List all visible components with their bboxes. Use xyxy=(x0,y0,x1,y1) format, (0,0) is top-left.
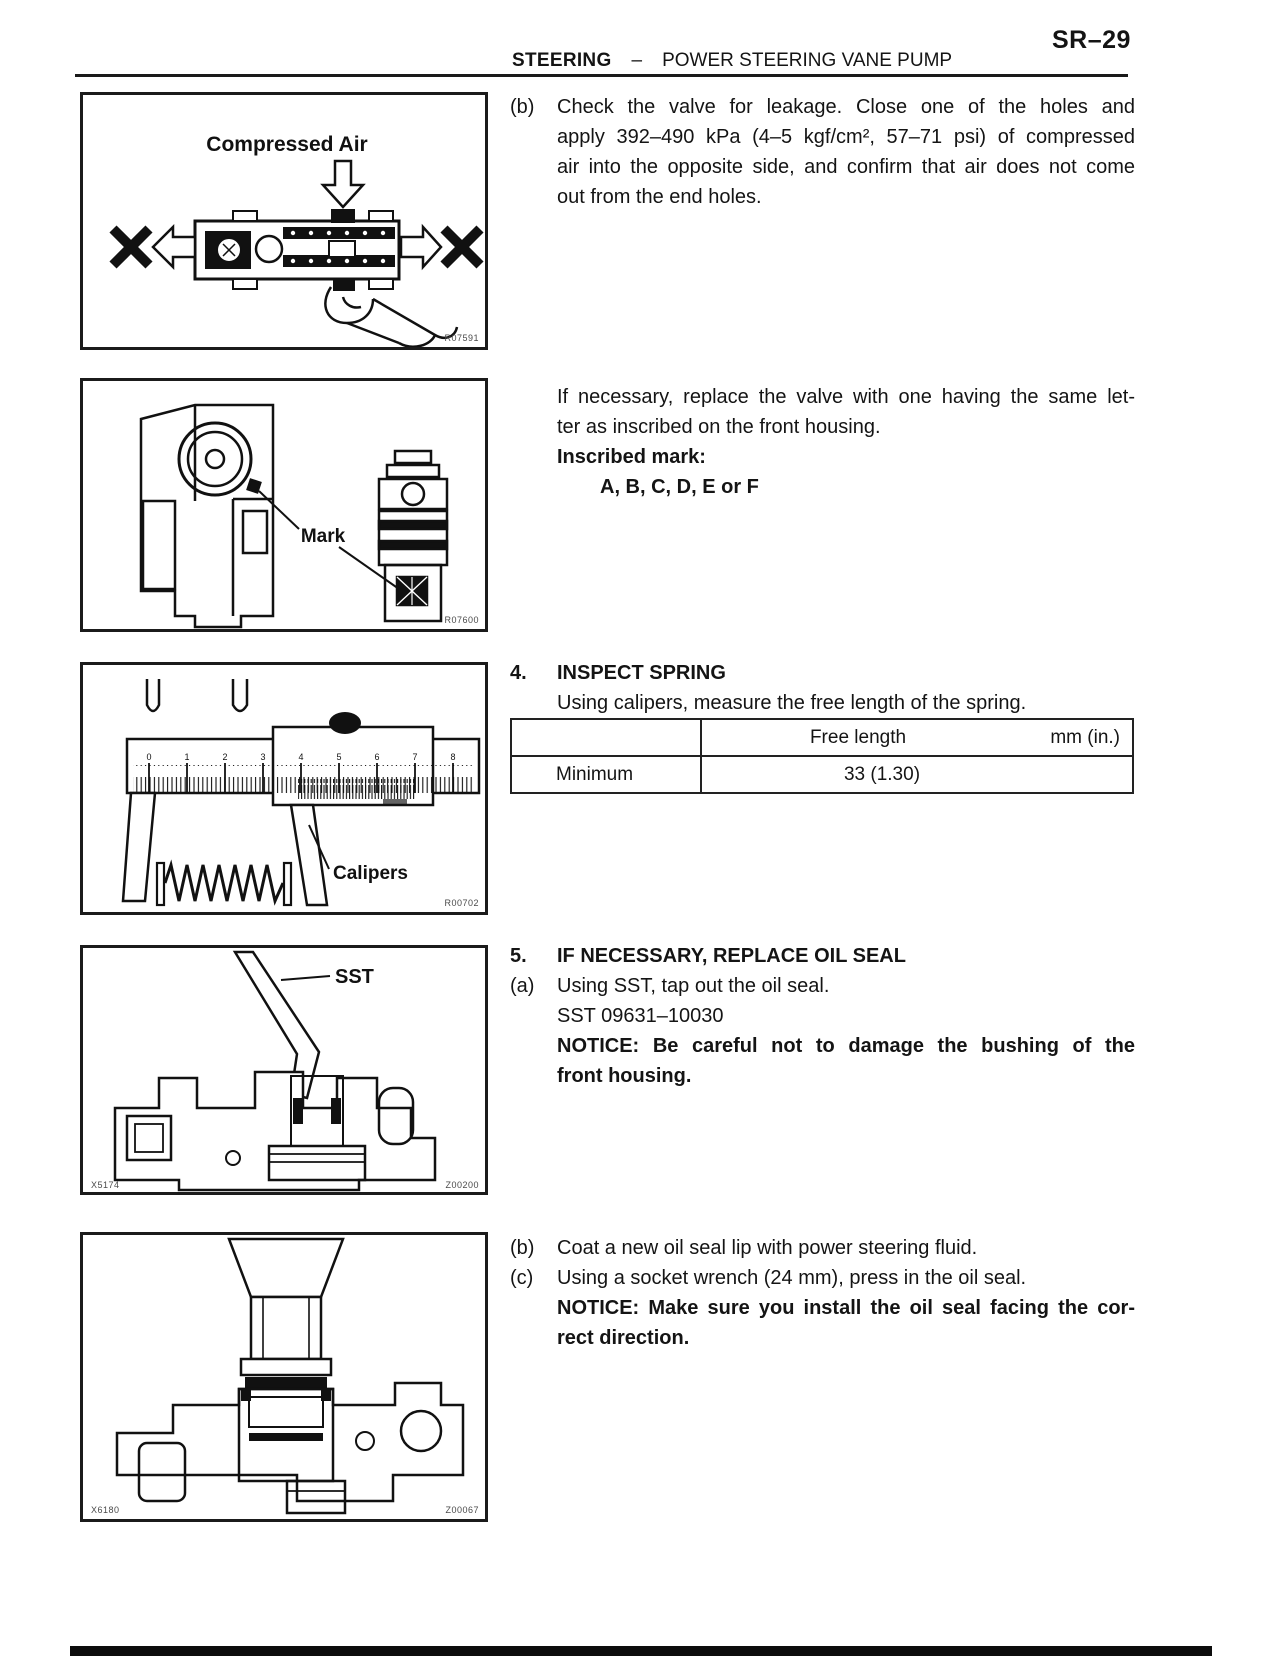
scale-tick-label: 3 xyxy=(260,752,265,762)
valve-drawing xyxy=(377,449,449,623)
step-marker: (b) xyxy=(510,1237,535,1259)
breadcrumb-title: POWER STEERING VANE PUMP xyxy=(662,50,953,71)
fig4-code-right: Z00200 xyxy=(445,1180,479,1190)
caliper-scale: 0 1 2 3 4 5 6 7 8 xyxy=(133,752,473,804)
text-line: rect direction. xyxy=(557,1327,690,1349)
spec-table-value-row: Minimum 33 (1.30) xyxy=(510,755,1134,794)
section-number: 5. xyxy=(510,945,527,967)
text-line: NOTICE: Make sure you install the oil se… xyxy=(557,1297,1135,1319)
text-line: air into the opposite side, and confirm … xyxy=(557,156,1135,178)
scale-tick-label: 2 xyxy=(222,752,227,762)
spec-table-empty-cell xyxy=(510,718,702,757)
sst-tool xyxy=(232,950,321,1100)
step-text: Using a socket wrench (24 mm), press in … xyxy=(557,1267,1027,1289)
fig2-mark-label: Mark xyxy=(301,526,346,547)
header-rule xyxy=(75,74,1128,77)
fig4-code-left: X5174 xyxy=(91,1180,120,1190)
figure-compressed-air-test: Compressed Air xyxy=(80,92,488,350)
fig1-caption: Compressed Air xyxy=(206,133,367,156)
step-text: Check the valve for leakage. Close one o… xyxy=(557,92,1135,212)
scale-tick-label: 5 xyxy=(336,752,341,762)
replace-valve-note: If necessary, replace the valve with one… xyxy=(557,382,1135,502)
socket-wrench-drawing xyxy=(227,1237,345,1389)
figure-spring-calipers: 0 1 2 3 4 5 6 7 8 Calipers R00702 xyxy=(80,662,488,915)
section-heading: IF NECESSARY, REPLACE OIL SEAL xyxy=(557,945,906,967)
calipers-leader-line xyxy=(308,824,330,870)
scale-tick-label: 0 xyxy=(146,752,151,762)
fig5-code-right: Z00067 xyxy=(445,1505,479,1515)
breadcrumb-separator: – xyxy=(631,50,643,71)
text-line: ter as inscribed on the front housing. xyxy=(557,416,881,438)
text-line: Check the valve for leakage. Close one o… xyxy=(557,96,1135,118)
unit-label: mm (in.) xyxy=(1050,726,1120,748)
step-text: Using SST, tap out the oil seal. xyxy=(557,975,830,997)
figure-press-oil-seal: X6180 Z00067 xyxy=(80,1232,488,1522)
down-arrow xyxy=(320,159,366,209)
text-line: out from the end holes. xyxy=(557,186,762,208)
section-replace-oil-seal: 5. IF NECESSARY, REPLACE OIL SEAL (a) Us… xyxy=(510,941,1135,1091)
section-heading: INSPECT SPRING xyxy=(557,662,726,684)
figure-inscribed-mark: Mark R07600 xyxy=(80,378,488,632)
scale-tick-label: 4 xyxy=(298,752,303,762)
fig3-code: R00702 xyxy=(444,898,479,908)
notice-text: NOTICE: Make sure you install the oil se… xyxy=(557,1293,1135,1353)
scan-edge-artifact xyxy=(70,1646,1212,1656)
notice-text: NOTICE: Be careful not to damage the bus… xyxy=(557,1031,1135,1091)
section-text: Using calipers, measure the free length … xyxy=(557,692,1027,714)
inscribed-mark-values: A, B, C, D, E or F xyxy=(600,476,759,498)
minimum-label-cell: Minimum xyxy=(510,755,702,794)
fig1-code: R07591 xyxy=(444,333,479,343)
scale-tick-label: 8 xyxy=(450,752,455,762)
inscribed-mark-label: Inscribed mark: xyxy=(557,446,706,468)
text-line: apply 392–490 kPa (4–5 kgf/cm², 57–71 ps… xyxy=(557,126,1135,148)
sst-part-number: SST 09631–10030 xyxy=(557,1005,724,1027)
page-number: SR–29 xyxy=(1052,26,1131,54)
sst-drawing: SST X5174 Z00200 xyxy=(91,950,479,1192)
compressed-air-drawing: Compressed Air xyxy=(109,133,484,347)
free-length-spec-table: Free length mm (in.) Minimum 33 (1.30) xyxy=(510,718,1134,794)
step-marker: (b) xyxy=(510,96,535,118)
valve-assembly xyxy=(193,209,401,291)
housing-cross-section xyxy=(113,1070,437,1192)
spec-table-header-row: Free length mm (in.) xyxy=(510,718,1134,757)
calipers-drawing: 0 1 2 3 4 5 6 7 8 Calipers R00702 xyxy=(121,679,481,908)
fig3-calipers-label: Calipers xyxy=(333,863,408,884)
mark-leader-lines xyxy=(258,490,400,590)
front-housing-drawing xyxy=(139,403,275,629)
step-marker: (c) xyxy=(510,1267,534,1289)
section-number: 4. xyxy=(510,662,527,684)
breadcrumb-section: STEERING xyxy=(512,50,612,71)
scale-tick-label: 6 xyxy=(374,752,379,762)
breadcrumb: STEERING–POWER STEERING VANE PUMP xyxy=(512,50,952,72)
spec-table-header-cell: Free length mm (in.) xyxy=(700,718,1134,757)
step-marker: (a) xyxy=(510,975,535,997)
scale-tick-label: 7 xyxy=(412,752,417,762)
socket-press-drawing: X6180 Z00067 xyxy=(91,1237,479,1515)
no-airflow-x-right xyxy=(440,225,484,269)
text-line: If necessary, replace the valve with one… xyxy=(557,386,1135,408)
step-check-valve: (b) Check the valve for leakage. Close o… xyxy=(510,92,1135,212)
scale-tick-label: 1 xyxy=(184,752,189,762)
fig4-sst-label: SST xyxy=(335,966,374,988)
left-arrow xyxy=(151,223,197,271)
text-line: NOTICE: Be careful not to damage the bus… xyxy=(557,1035,1135,1057)
figure-sst-oil-seal: SST X5174 Z00200 xyxy=(80,945,488,1195)
right-arrow xyxy=(399,223,443,271)
fig2-code: R07600 xyxy=(444,615,479,625)
sst-leader-line xyxy=(280,975,331,981)
minimum-value-cell: 33 (1.30) xyxy=(700,755,1134,794)
housing-cross-section xyxy=(115,1381,465,1515)
spring-drawing xyxy=(155,859,293,907)
inscribed-mark-drawing: Mark R07600 xyxy=(139,403,479,629)
step-text: Coat a new oil seal lip with power steer… xyxy=(557,1237,978,1259)
no-airflow-x-left xyxy=(109,225,153,269)
fig5-code-left: X6180 xyxy=(91,1505,120,1515)
text-line: front housing. xyxy=(557,1065,692,1087)
section-inspect-spring: 4. INSPECT SPRING Using calipers, measur… xyxy=(510,658,1135,718)
free-length-header: Free length xyxy=(809,726,907,748)
section-install-oil-seal: (b) Coat a new oil seal lip with power s… xyxy=(510,1233,1135,1353)
finger-drawing xyxy=(324,286,459,347)
